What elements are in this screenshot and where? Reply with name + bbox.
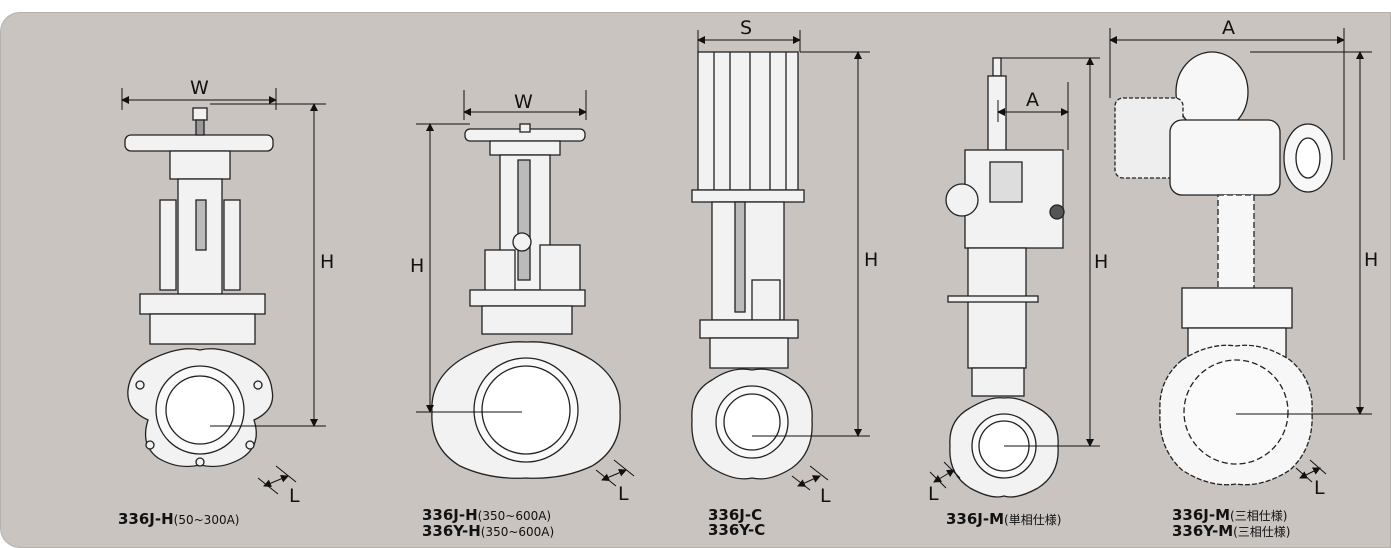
dim-label-a: A bbox=[1026, 89, 1039, 111]
dim-label-l: L bbox=[289, 485, 300, 507]
model-code: 336J-M bbox=[946, 510, 1005, 528]
caption-336j-h-small: 336J-H(50~300A) bbox=[118, 512, 239, 528]
caption-336jy-m-three: 336J-M(三相仕様) 336Y-M(三相仕様) bbox=[1172, 508, 1291, 540]
model-code: 336J-M bbox=[1172, 506, 1231, 524]
model-spec: (50~300A) bbox=[173, 513, 240, 527]
dim-label-h: H bbox=[864, 249, 878, 271]
dim-label-l: L bbox=[1314, 477, 1325, 499]
top-edge-fragment bbox=[1265, 0, 1290, 6]
dim-label-l: L bbox=[928, 483, 939, 505]
model-spec: (350~600A) bbox=[477, 509, 552, 523]
valve-336jy-c bbox=[691, 51, 813, 480]
model-spec: (単相仕様) bbox=[1004, 513, 1062, 527]
dim-lines-valve-5 bbox=[1109, 28, 1372, 483]
model-spec: (350~600A) bbox=[480, 525, 555, 539]
dim-lines-valve-2 bbox=[416, 90, 635, 487]
valve-336jy-h-large bbox=[431, 123, 621, 479]
model-code: 336J-H bbox=[118, 510, 174, 528]
model-code: 336Y-H bbox=[422, 522, 481, 540]
valve-336j-m-single bbox=[945, 57, 1065, 498]
dim-label-h: H bbox=[410, 255, 424, 277]
dim-label-w: W bbox=[514, 91, 533, 113]
caption-336j-m-single: 336J-M(単相仕様) bbox=[946, 512, 1061, 528]
model-code: 336Y-M bbox=[1172, 522, 1234, 540]
model-code: 336Y-C bbox=[708, 521, 766, 539]
caption-336jy-c: 336J-C 336Y-C bbox=[708, 508, 765, 538]
dim-label-a: A bbox=[1222, 17, 1235, 39]
model-code: 336J-H bbox=[422, 506, 478, 524]
top-edge-fragment bbox=[1095, 0, 1155, 6]
valve-336jy-m-three bbox=[1114, 51, 1333, 486]
dim-label-h: H bbox=[320, 251, 334, 273]
model-spec: (三相仕様) bbox=[1233, 525, 1291, 539]
dim-label-w: W bbox=[190, 77, 209, 99]
dim-lines-valve-3 bbox=[697, 30, 870, 491]
valve-336j-h-small bbox=[124, 107, 274, 468]
model-spec: (三相仕様) bbox=[1230, 509, 1288, 523]
dim-label-h: H bbox=[1364, 249, 1378, 271]
dim-label-l: L bbox=[618, 483, 629, 505]
caption-336jy-h-large: 336J-H(350~600A) 336Y-H(350~600A) bbox=[422, 508, 554, 540]
dim-label-l: L bbox=[820, 485, 831, 507]
dim-lines-valve-4 bbox=[929, 57, 1100, 489]
dim-label-h: H bbox=[1094, 251, 1108, 273]
dim-label-s: S bbox=[740, 17, 752, 39]
model-code: 336J-C bbox=[708, 506, 763, 524]
dim-lines-valve-1 bbox=[121, 88, 326, 495]
